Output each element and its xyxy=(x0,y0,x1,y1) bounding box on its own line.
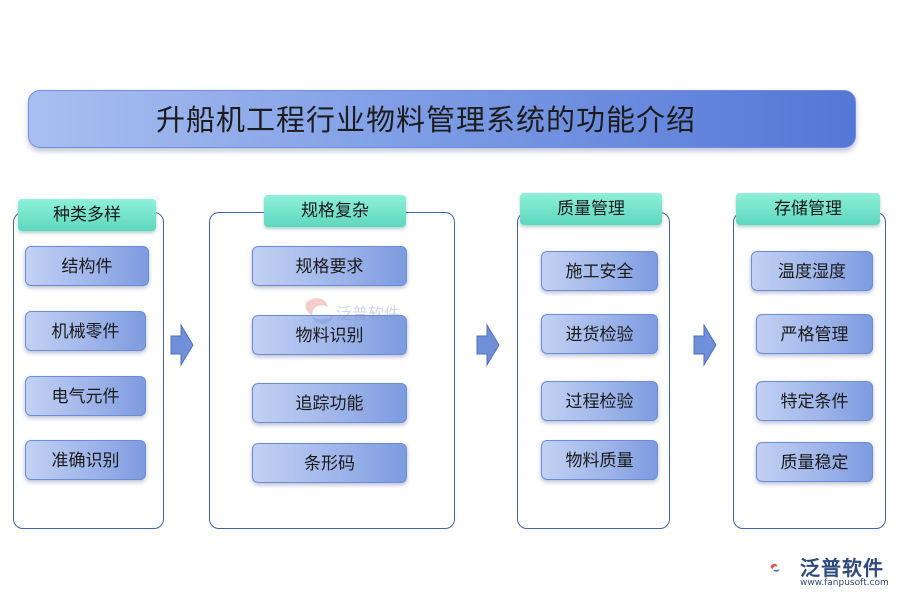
item-quality-3: 过程检验 xyxy=(541,381,658,421)
brand-logo-icon xyxy=(770,563,780,572)
item-variety-3: 电气元件 xyxy=(25,376,146,416)
item-quality-2: 进货检验 xyxy=(541,314,658,354)
item-storage-2: 严格管理 xyxy=(756,314,873,354)
arrow-right-icon xyxy=(170,323,194,367)
arrow-right-icon xyxy=(693,323,717,367)
item-spec-2: 物料识别 xyxy=(252,315,407,355)
item-variety-2: 机械零件 xyxy=(25,311,146,351)
item-spec-3: 追踪功能 xyxy=(252,383,407,423)
header-spec: 规格复杂 xyxy=(264,195,406,227)
item-quality-4: 物料质量 xyxy=(541,440,658,480)
item-spec-1: 规格要求 xyxy=(252,246,407,286)
header-variety: 种类多样 xyxy=(18,199,156,231)
header-storage: 存储管理 xyxy=(736,193,880,225)
item-storage-1: 温度湿度 xyxy=(751,251,873,291)
brand-url: www.fanpusoft.com xyxy=(800,578,889,588)
title-banner xyxy=(28,90,856,148)
item-quality-1: 施工安全 xyxy=(541,251,658,291)
arrow-right-icon xyxy=(476,323,500,367)
item-variety-1: 结构件 xyxy=(25,246,149,286)
item-spec-4: 条形码 xyxy=(252,443,407,483)
item-storage-4: 质量稳定 xyxy=(756,442,873,482)
item-storage-3: 特定条件 xyxy=(756,381,873,421)
watermark-text: 泛普软件 xyxy=(336,304,400,323)
brand-name: 泛普软件 xyxy=(800,556,884,580)
watermark-logo-icon: 泛普软件 xyxy=(305,298,400,325)
page-title: 升船机工程行业物料管理系统的功能介绍 xyxy=(156,103,697,137)
item-variety-4: 准确识别 xyxy=(25,440,146,480)
header-quality: 质量管理 xyxy=(520,193,662,225)
